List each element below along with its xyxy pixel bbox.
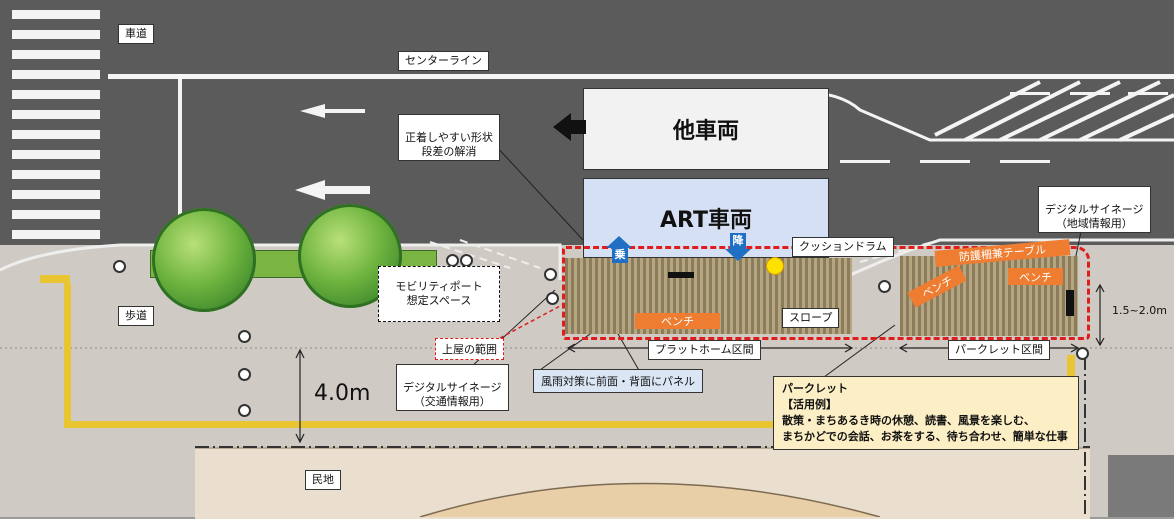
roof-range-label: 上屋の範囲 [442, 343, 497, 356]
parklet-bench-right: ベンチ [1008, 268, 1063, 285]
bollard-icon [1076, 347, 1089, 360]
center-line-label: センターライン [405, 54, 482, 67]
bollard-icon [238, 368, 251, 381]
parklet-info-title: パークレット [782, 382, 848, 395]
roadway-label: 車道 [125, 27, 147, 40]
weather-panels-label: 風雨対策に前面・背面にパネル [541, 375, 695, 388]
platform-section-label-box: プラットホーム区間 [648, 340, 761, 360]
bollard-icon [113, 260, 126, 273]
roadway-label-box: 車道 [118, 24, 154, 44]
signage-regional-label-box: デジタルサイネージ （地域情報用） [1038, 186, 1151, 234]
bollard-icon [238, 330, 251, 343]
roof-range-label-box: 上屋の範囲 [435, 338, 504, 360]
sidewalk-label-box: 歩道 [118, 306, 154, 326]
parklet-section-label-box: パークレット区間 [948, 340, 1050, 360]
street-tree-icon [152, 208, 256, 312]
crosswalk-stripes [12, 10, 100, 239]
other-vehicle: 他車両 [583, 88, 829, 170]
private-land-label-box: 民地 [305, 470, 341, 490]
board-on-label: 乗 [614, 248, 626, 261]
signage-traffic-label-box: デジタルサイネージ （交通情報用） [396, 364, 509, 412]
art-vehicle: ART車両 [583, 178, 829, 258]
center-line-label-box: センターライン [398, 51, 489, 71]
platform-bench: ベンチ [635, 313, 720, 329]
parklet-info-box: パークレット 【活用例】 散策・まちあるき時の休憩、読書、風景を楽しむ、 まちか… [773, 376, 1079, 450]
width-4-label: 4.0m [314, 381, 371, 406]
easy-docking-label: 正着しやすい形状 段差の解消 [405, 130, 493, 158]
direction-arrow-icon [553, 113, 571, 141]
board-off-arrow-icon [725, 249, 751, 261]
slope-label-box: スロープ [782, 308, 840, 328]
cushion-drum-icon [766, 257, 784, 275]
board-off-label: 降 [732, 234, 744, 247]
board-off-badge: 降 [730, 233, 746, 249]
other-vehicle-label: 他車両 [672, 119, 739, 144]
sidewalk-label: 歩道 [125, 309, 147, 322]
width-1-label-box: 1.5~2.0m [1106, 302, 1173, 320]
signage-regional-label: デジタルサイネージ （地域情報用） [1045, 202, 1144, 230]
board-on-arrow-icon [606, 236, 632, 248]
easy-docking-label-box: 正着しやすい形状 段差の解消 [398, 114, 500, 162]
parklet-info-subtitle: 【活用例】 [782, 397, 837, 411]
platform-bench-label: ベンチ [661, 315, 694, 328]
mobility-port-label-box: モビリティポート 想定スペース [378, 266, 500, 322]
weather-panels-label-box: 風雨対策に前面・背面にパネル [533, 369, 703, 393]
signage-regional-marker [1066, 290, 1074, 316]
slope-label: スロープ [789, 311, 833, 324]
mobility-port-label: モビリティポート 想定スペース [395, 280, 483, 307]
parklet-info-line2: まちかどでの会話、お茶をする、待ち合わせ、簡単な仕事 [782, 429, 1068, 443]
cushion-drum-label: クッションドラム [799, 240, 887, 253]
bollard-icon [546, 292, 559, 305]
signage-traffic-label: デジタルサイネージ （交通情報用） [403, 380, 502, 408]
width-1-label: 1.5~2.0m [1112, 304, 1167, 317]
parklet-section-label: パークレット区間 [955, 343, 1043, 356]
direction-arrow-tail [570, 120, 586, 134]
cushion-drum-label-box: クッションドラム [792, 237, 894, 257]
bollard-icon [544, 268, 557, 281]
board-on-badge: 乗 [612, 247, 628, 263]
private-land-label: 民地 [312, 473, 334, 486]
signage-traffic-marker [668, 272, 694, 278]
parklet-info-line1: 散策・まちあるき時の休憩、読書、風景を楽しむ、 [782, 413, 1035, 427]
platform-section-label: プラットホーム区間 [655, 343, 754, 356]
parklet-bench-right-label: ベンチ [1019, 270, 1052, 284]
bollard-icon [878, 280, 891, 293]
art-vehicle-label: ART車両 [660, 208, 752, 233]
bollard-icon [238, 404, 251, 417]
